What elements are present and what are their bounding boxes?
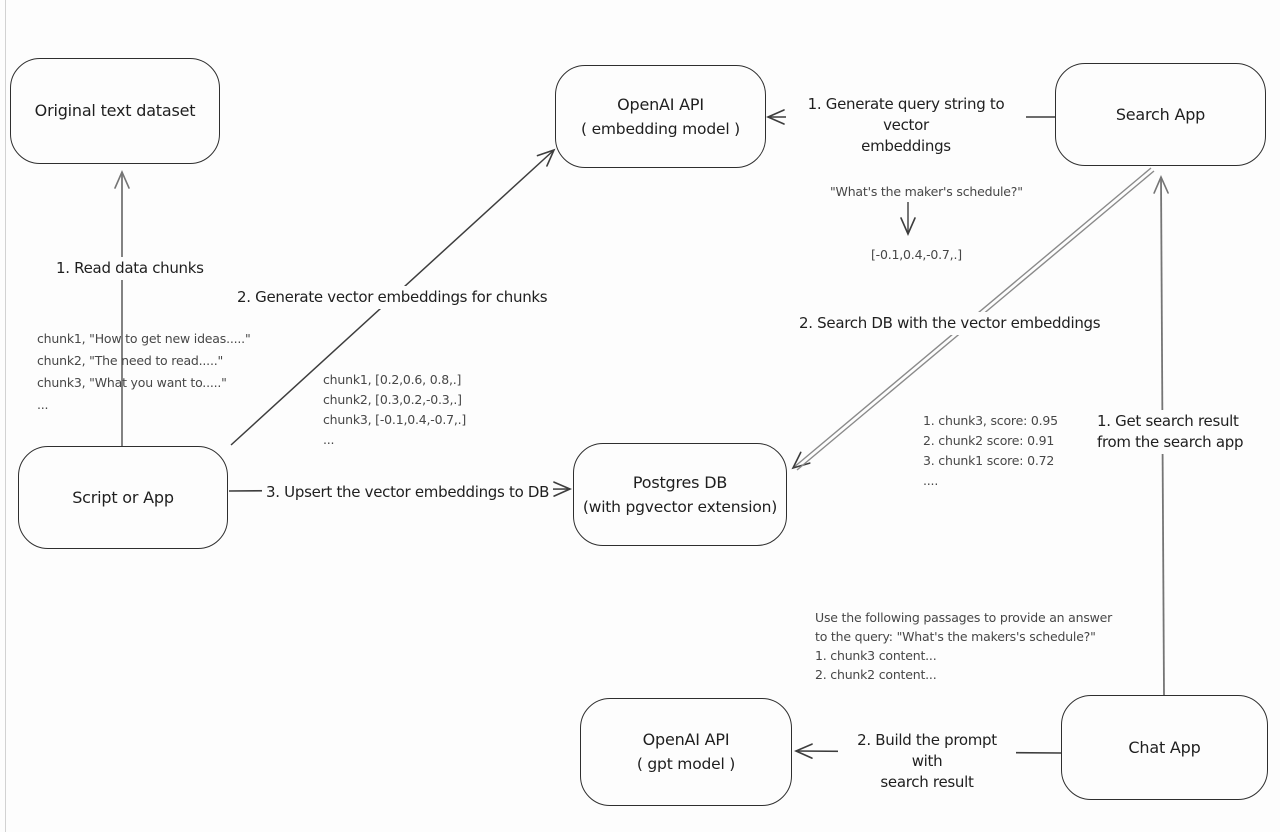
node-script-or-app[interactable]: Script or App <box>18 446 228 549</box>
node-original-text-dataset[interactable]: Original text dataset <box>10 58 220 164</box>
node-openai-embedding[interactable]: OpenAI API ( embedding model ) <box>555 65 766 168</box>
annotation-line: ... <box>37 397 49 412</box>
label-search-db: 2. Search DB with the vector embeddings <box>795 312 1105 335</box>
label-upsert-to-db: 3. Upsert the vector embeddings to DB <box>262 481 554 504</box>
annotation-line: Use the following passages to provide an… <box>815 610 1113 625</box>
annotation-line: chunk3, "What you want to....." <box>37 375 227 390</box>
node-title: Search App <box>1115 104 1206 124</box>
annotation-line: 1. chunk3 content... <box>815 648 937 663</box>
annotation-query-vector: [-0.1,0.4,-0.7,.] <box>871 247 962 262</box>
node-chat-app[interactable]: Chat App <box>1061 695 1268 800</box>
label-get-search-result: 1. Get search result from the search app <box>1093 410 1248 454</box>
label-generate-embeddings: 2. Generate vector embeddings for chunks <box>233 286 552 309</box>
label-line: 1. Get search result <box>1097 412 1239 430</box>
annotation-line: chunk2, "The need to read....." <box>37 353 224 368</box>
annotation-search-scores: 1. chunk3, score: 0.95 2. chunk2 score: … <box>923 411 1058 491</box>
label-line: embeddings <box>861 137 951 155</box>
node-title: Original text dataset <box>34 101 196 120</box>
annotation-line: to the query: "What's the makers's sched… <box>815 629 1096 644</box>
label-build-prompt: 2. Build the prompt with search result <box>838 729 1016 794</box>
label-read-data-chunks: 1. Read data chunks <box>52 257 208 280</box>
page-edge-line <box>5 0 6 832</box>
annotation-line: .... <box>923 473 939 488</box>
node-title: Postgres DB <box>632 472 728 492</box>
label-query-to-vector: 1. Generate query string to vector embed… <box>786 93 1026 158</box>
node-subtitle: ( gpt model ) <box>636 755 736 773</box>
node-title: Chat App <box>1128 737 1201 757</box>
label-line: from the search app <box>1097 433 1244 451</box>
annotation-line: ... <box>323 432 335 447</box>
node-subtitle: (with pgvector extension) <box>582 497 778 516</box>
label-line: 1. Generate query string to vector <box>807 95 1005 134</box>
annotation-chunk-embeddings: chunk1, [0.2,0.6, 0.8,.] chunk2, [0.3,0.… <box>323 370 466 450</box>
annotation-prompt-text: Use the following passages to provide an… <box>815 608 1112 684</box>
annotation-line: 2. chunk2 score: 0.91 <box>923 433 1055 448</box>
node-postgres-db[interactable]: Postgres DB (with pgvector extension) <box>573 443 787 546</box>
annotation-line: 3. chunk1 score: 0.72 <box>923 453 1055 468</box>
annotation-line: 2. chunk2 content... <box>815 667 937 682</box>
annotation-query-string: "What's the maker's schedule?" <box>830 184 1023 199</box>
annotation-line: chunk1, [0.2,0.6, 0.8,.] <box>323 372 462 387</box>
annotation-line: chunk1, "How to get new ideas....." <box>37 331 251 346</box>
node-subtitle: ( embedding model ) <box>581 119 740 138</box>
label-line: search result <box>880 773 974 791</box>
annotation-line: 1. chunk3, score: 0.95 <box>923 413 1058 428</box>
node-title: OpenAI API <box>642 730 730 749</box>
annotation-line: chunk3, [-0.1,0.4,-0.7,.] <box>323 412 467 427</box>
annotation-line: chunk2, [0.3,0.2,-0.3,.] <box>323 392 462 407</box>
node-search-app[interactable]: Search App <box>1055 63 1266 166</box>
node-openai-gpt[interactable]: OpenAI API ( gpt model ) <box>580 698 792 806</box>
node-title: OpenAI API <box>617 94 704 114</box>
label-line: 2. Build the prompt with <box>857 731 997 770</box>
annotation-chunk-texts: chunk1, "How to get new ideas....." chun… <box>37 328 251 416</box>
node-title: Script or App <box>72 487 174 507</box>
